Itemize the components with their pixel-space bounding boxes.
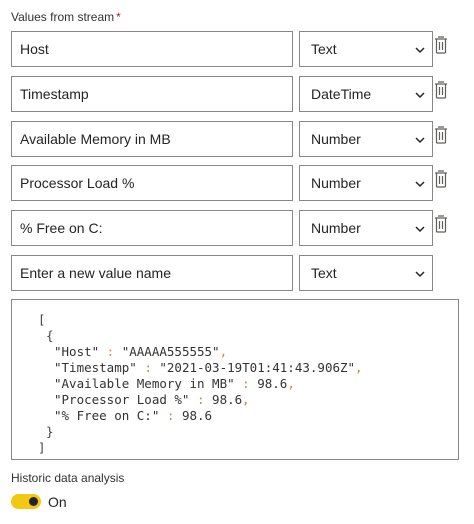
json-line: "Host" : "AAAAA555555", — [38, 344, 458, 360]
chevron-down-icon — [415, 181, 425, 188]
json-key: "% Free on C:" — [54, 408, 160, 423]
json-line: "Processor Load %" : 98.6, — [38, 392, 458, 408]
json-separator: : — [99, 344, 122, 359]
value-type-label: DateTime — [311, 86, 372, 102]
values-from-stream-label: Values from stream* — [11, 10, 121, 24]
value-type-label: Number — [311, 220, 361, 236]
value-row: DateTime — [11, 76, 463, 112]
chevron-down-icon — [415, 92, 425, 99]
json-key: "Processor Load %" — [54, 392, 190, 407]
value-name-input[interactable] — [11, 31, 293, 67]
json-separator: : — [234, 376, 258, 391]
chevron-down-icon — [415, 137, 425, 144]
value-row: Number — [11, 210, 463, 246]
value-name-input[interactable] — [11, 121, 293, 157]
json-line: "Timestamp" : "2021-03-19T01:41:43.906Z"… — [38, 360, 458, 376]
value-type-label: Text — [311, 265, 337, 281]
value-type-label: Number — [311, 131, 361, 147]
new-value-row: Text — [11, 255, 463, 291]
json-comma: , — [355, 360, 363, 375]
value-row: Number — [11, 121, 463, 157]
json-value: "AAAAA555555" — [121, 344, 220, 359]
new-value-type-select[interactable]: Text — [299, 255, 433, 291]
json-comma: , — [287, 376, 295, 391]
trash-icon[interactable] — [433, 35, 449, 55]
toggle-knob — [29, 497, 38, 506]
json-comma: , — [242, 392, 250, 407]
json-close-bracket: ] — [38, 440, 46, 455]
historic-data-toggle[interactable] — [11, 494, 41, 509]
json-value: "2021-03-19T01:41:43.906Z" — [159, 360, 356, 375]
json-payload-preview[interactable]: [ { "Host" : "AAAAA555555", "Timestamp" … — [11, 299, 459, 460]
json-value: 98.6 — [212, 392, 243, 407]
value-row: Number — [11, 165, 463, 201]
json-key: "Timestamp" — [54, 360, 137, 375]
value-row: Text — [11, 31, 463, 67]
value-type-label: Number — [311, 175, 361, 191]
value-type-select[interactable]: DateTime — [299, 76, 433, 112]
trash-icon[interactable] — [433, 214, 449, 234]
json-comma: , — [219, 344, 228, 359]
json-line: "Available Memory in MB" : 98.6, — [38, 376, 458, 392]
value-name-input[interactable] — [11, 165, 293, 201]
trash-icon[interactable] — [433, 169, 449, 189]
chevron-down-icon — [415, 226, 425, 233]
value-name-input[interactable] — [11, 76, 293, 112]
chevron-down-icon — [415, 47, 425, 54]
historic-data-analysis-label: Historic data analysis — [11, 471, 125, 485]
json-close-brace: } — [46, 424, 54, 439]
value-type-select[interactable]: Text — [299, 31, 433, 67]
value-type-label: Text — [311, 41, 337, 57]
json-key: "Host" — [54, 344, 100, 359]
json-line: "% Free on C:" : 98.6 — [38, 408, 458, 424]
json-key: "Available Memory in MB" — [54, 376, 235, 391]
chevron-down-icon — [415, 271, 425, 278]
value-type-select[interactable]: Number — [299, 121, 433, 157]
json-open-bracket: [ — [38, 312, 46, 327]
json-separator: : — [159, 408, 182, 423]
required-marker: * — [116, 10, 121, 24]
value-type-select[interactable]: Number — [299, 210, 433, 246]
value-name-input[interactable] — [11, 210, 293, 246]
new-value-name-input[interactable] — [11, 255, 293, 291]
trash-icon[interactable] — [433, 125, 449, 145]
json-open-brace: { — [46, 328, 54, 343]
toggle-state-label: On — [48, 494, 67, 510]
value-type-select[interactable]: Number — [299, 165, 433, 201]
json-separator: : — [189, 392, 213, 407]
json-value: 98.6 — [181, 408, 213, 423]
json-value: 98.6 — [257, 376, 288, 391]
json-separator: : — [136, 360, 160, 375]
trash-icon[interactable] — [433, 80, 449, 100]
